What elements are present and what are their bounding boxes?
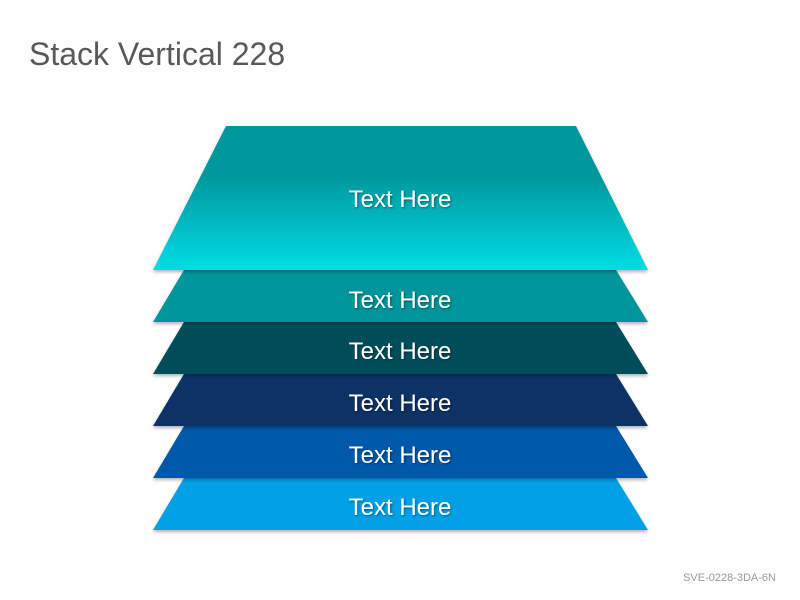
layer-6-label: Text Here [349, 494, 452, 521]
layer-3 [153, 322, 648, 374]
layer-1-shape [153, 126, 648, 270]
layer-6-shape [153, 478, 648, 530]
layer-2 [153, 270, 648, 322]
layer-4 [153, 374, 648, 426]
layer-1-label: Text Here [349, 186, 452, 213]
layer-3-shape [153, 322, 648, 374]
layer-4-shape [153, 374, 648, 426]
layer-6 [153, 478, 648, 530]
layer-1 [153, 126, 648, 270]
layer-5-label: Text Here [349, 442, 452, 469]
layer-3-label: Text Here [349, 338, 452, 365]
layer-5-shape [153, 426, 648, 478]
layer-2-shape [153, 270, 648, 322]
layer-4-label: Text Here [349, 390, 452, 417]
slide-code: SVE-0228-3DA-6N [683, 572, 776, 584]
layer-5 [153, 426, 648, 478]
layer-2-label: Text Here [349, 287, 452, 314]
page-title: Stack Vertical 228 [29, 36, 286, 72]
